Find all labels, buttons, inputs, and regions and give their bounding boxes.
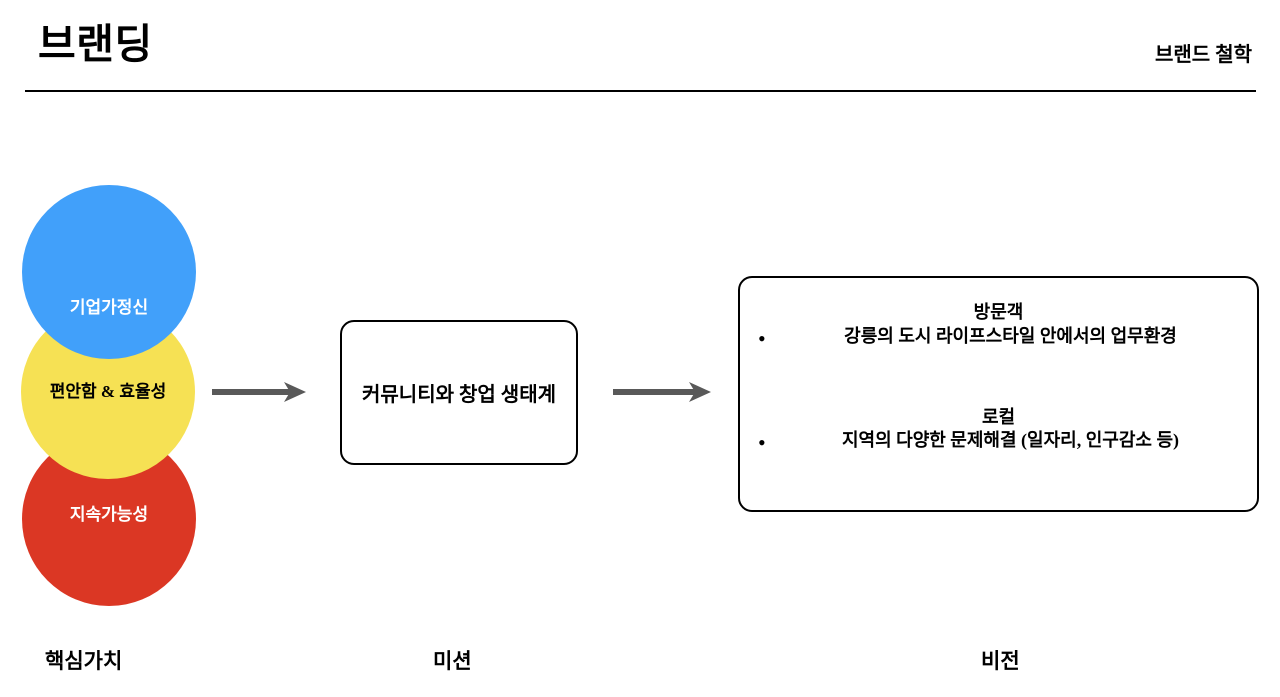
core-value-circle-entrepreneurship: 기업가정신: [22, 185, 196, 359]
core-value-label-comfort-efficiency: 편안함 & 효율성: [49, 381, 167, 401]
vision-bullet-local: • 지역의 다양한 문제해결 (일자리, 인구감소 등): [758, 427, 1239, 455]
header-divider: [25, 90, 1256, 92]
core-value-label-sustainability: 지속가능성: [69, 504, 149, 524]
vision-group-local: 로컬 • 지역의 다양한 문제해결 (일자리, 인구감소 등): [758, 406, 1239, 456]
section-label-vision: 비전: [981, 649, 1020, 673]
section-label-mission: 미션: [433, 649, 472, 673]
mission-box: 커뮤니티와 창업 생태계: [340, 320, 578, 465]
section-label-core-values: 핵심가치: [45, 649, 123, 673]
bullet-dot-icon: •: [758, 430, 766, 456]
mission-box-text: 커뮤니티와 창업 생태계: [362, 384, 556, 406]
vision-heading-visitor: 방문객: [973, 302, 1024, 322]
vision-group-visitor: 방문객 • 강릉의 도시 라이프스타일 안에서의 업무환경: [758, 302, 1239, 351]
core-value-label-entrepreneurship: 기업가정신: [69, 297, 149, 317]
arrow-right-icon-values-to-mission: [212, 382, 306, 402]
page-title: 브랜딩: [38, 21, 153, 67]
vision-bullet-text-visitor: 강릉의 도시 라이프스타일 안에서의 업무환경: [844, 325, 1177, 346]
vision-heading-local: 로컬: [981, 406, 1016, 427]
vision-box: 방문객 • 강릉의 도시 라이프스타일 안에서의 업무환경 로컬 • 지역의 다…: [738, 276, 1259, 512]
header-section-label: 브랜드 철학: [1155, 44, 1252, 66]
arrow-right-icon-mission-to-vision: [613, 382, 711, 402]
bullet-dot-icon: •: [758, 325, 766, 351]
vision-bullet-text-local: 지역의 다양한 문제해결 (일자리, 인구감소 등): [841, 430, 1180, 451]
vision-bullet-visitor: • 강릉의 도시 라이프스타일 안에서의 업무환경: [758, 323, 1239, 351]
